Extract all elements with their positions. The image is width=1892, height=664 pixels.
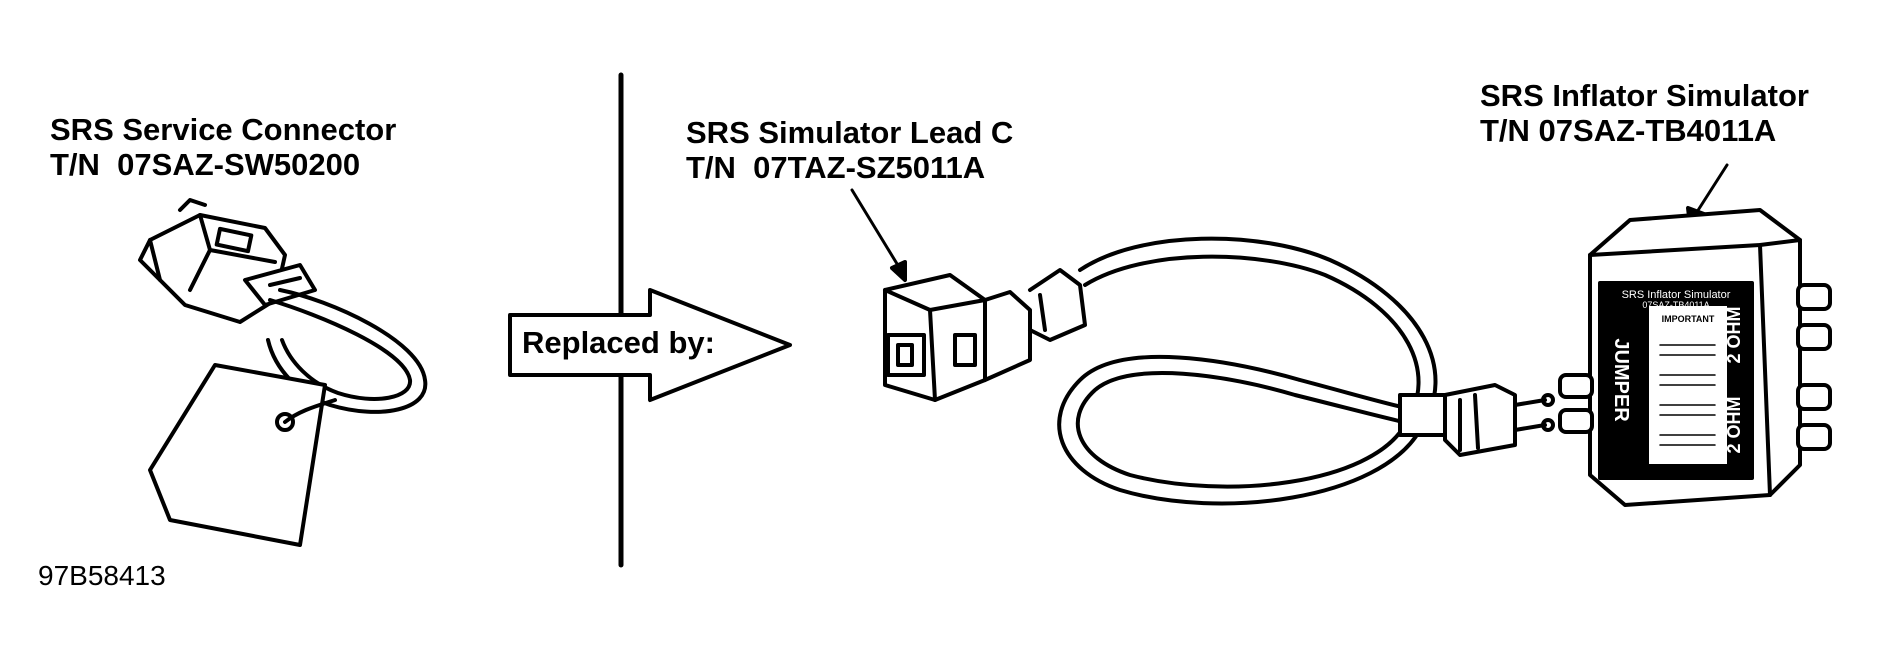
inflator-face-title: SRS Inflator Simulator bbox=[1622, 289, 1731, 301]
inflator-face-important: IMPORTANT bbox=[1662, 314, 1715, 324]
simulator-lead-label: SRS Simulator Lead C T/N 07TAZ-SZ5011A bbox=[686, 115, 1013, 185]
replaced-by-label: Replaced by: bbox=[522, 325, 715, 360]
replaced-by-arrow bbox=[508, 288, 792, 402]
inflator-simulator-name: SRS Inflator Simulator bbox=[1480, 78, 1809, 113]
inflator-face-sub: 07SAZ-TB4011A bbox=[1642, 300, 1709, 310]
service-connector-name: SRS Service Connector bbox=[50, 112, 397, 147]
inflator-side-ohm-top: 2 OHM bbox=[1724, 306, 1744, 363]
inflator-simulator-part-number: T/N 07SAZ-TB4011A bbox=[1480, 113, 1777, 148]
inflator-side-jumper: JUMPER bbox=[1610, 338, 1632, 422]
inflator-simulator-label: SRS Inflator Simulator T/N 07SAZ-TB4011A bbox=[1480, 78, 1809, 148]
service-connector-part-number: T/N 07SAZ-SW50200 bbox=[50, 147, 361, 182]
service-connector-drawing bbox=[138, 198, 428, 547]
simulator-lead-part-number: T/N 07TAZ-SZ5011A bbox=[686, 150, 986, 185]
simulator-lead-drawing bbox=[850, 188, 1555, 506]
inflator-side-ohm-bottom: 2 OHM bbox=[1724, 396, 1744, 453]
service-connector-label: SRS Service Connector T/N 07SAZ-SW50200 bbox=[50, 112, 396, 182]
figure-code: 97B58413 bbox=[38, 560, 166, 591]
simulator-lead-name: SRS Simulator Lead C bbox=[686, 115, 1014, 150]
inflator-simulator-drawing bbox=[1558, 163, 1832, 507]
